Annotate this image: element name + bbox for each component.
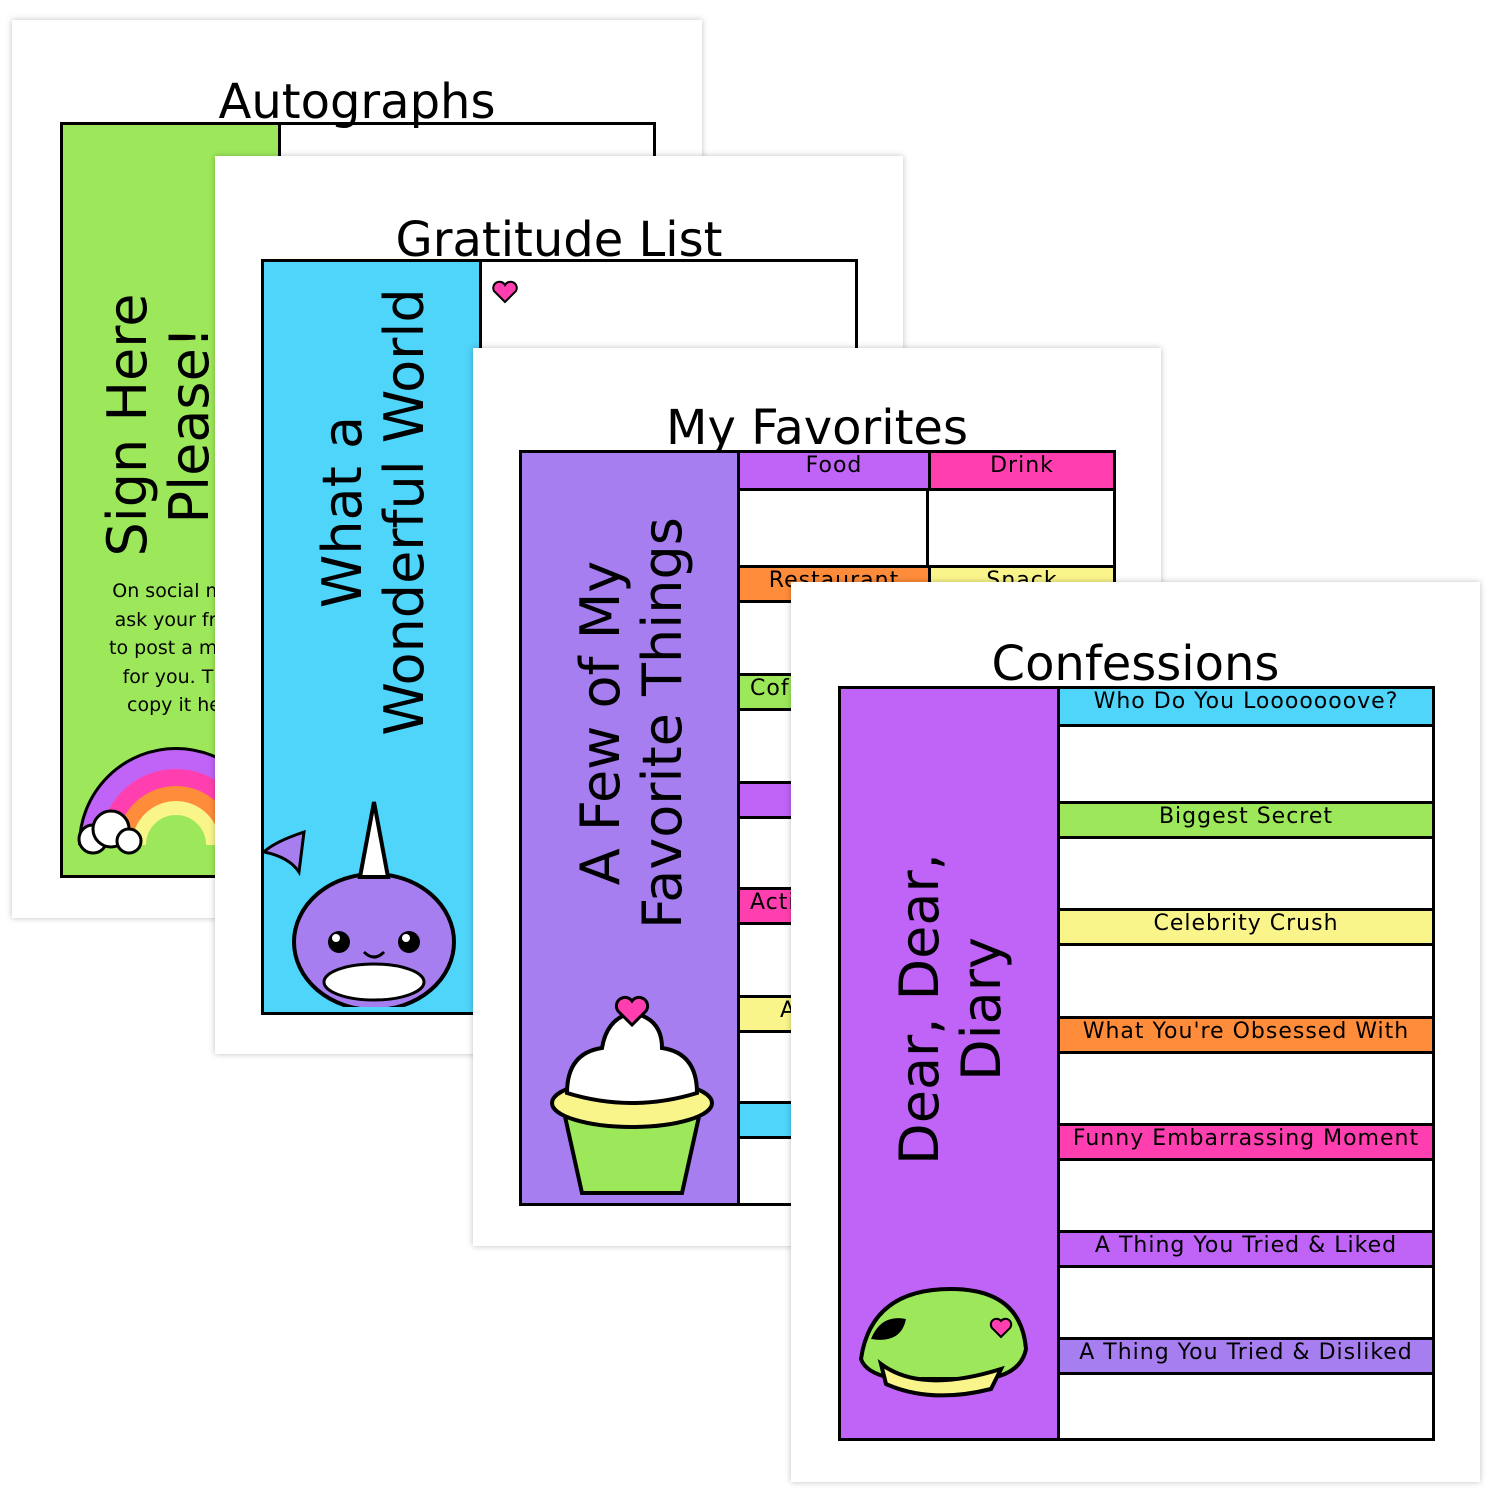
turtle-shell-icon bbox=[858, 1286, 1029, 1398]
prompt-header-love: Who Do You Looooooove? bbox=[1060, 689, 1432, 727]
cupcake-icon bbox=[550, 995, 714, 1195]
page-title: Gratitude List bbox=[395, 212, 723, 268]
side-heading: Dear, Dear, Diary bbox=[887, 853, 1013, 1165]
page-title: My Favorites bbox=[666, 400, 968, 456]
category-header-food: Food bbox=[740, 453, 928, 491]
divider bbox=[926, 491, 929, 569]
prompt-header-crush: Celebrity Crush bbox=[1060, 908, 1432, 946]
page-confessions: Confessions Dear, Dear, Diary Who Do You… bbox=[791, 582, 1480, 1482]
prompt-header-liked: A Thing You Tried & Liked bbox=[1060, 1230, 1432, 1268]
prompt-header-obsessed: What You're Obsessed With bbox=[1060, 1016, 1432, 1054]
prompt-header-embarrassing: Funny Embarrassing Moment bbox=[1060, 1123, 1432, 1161]
gratitude-panel: What a Wonderful World bbox=[261, 259, 858, 1015]
category-header-drink: Drink bbox=[928, 453, 1113, 491]
gratitude-side-panel: What a Wonderful World bbox=[264, 262, 482, 1012]
side-heading: Sign Here Please! bbox=[95, 293, 221, 557]
page-title: Autographs bbox=[218, 74, 496, 130]
favorites-side-panel: A Few of My Favorite Things bbox=[522, 453, 740, 1203]
confessions-panel: Dear, Dear, Diary Who Do You Looooooove?… bbox=[838, 686, 1435, 1441]
narwhal-icon bbox=[264, 801, 456, 1007]
side-heading: A Few of My Favorite Things bbox=[568, 517, 694, 929]
prompt-header-disliked: A Thing You Tried & Disliked bbox=[1060, 1337, 1432, 1375]
confessions-side-panel: Dear, Dear, Diary bbox=[841, 689, 1060, 1438]
page-title: Confessions bbox=[991, 636, 1280, 692]
heart-icon bbox=[492, 280, 518, 304]
prompt-header-secret: Biggest Secret bbox=[1060, 801, 1432, 839]
side-heading: What a Wonderful World bbox=[310, 288, 436, 736]
